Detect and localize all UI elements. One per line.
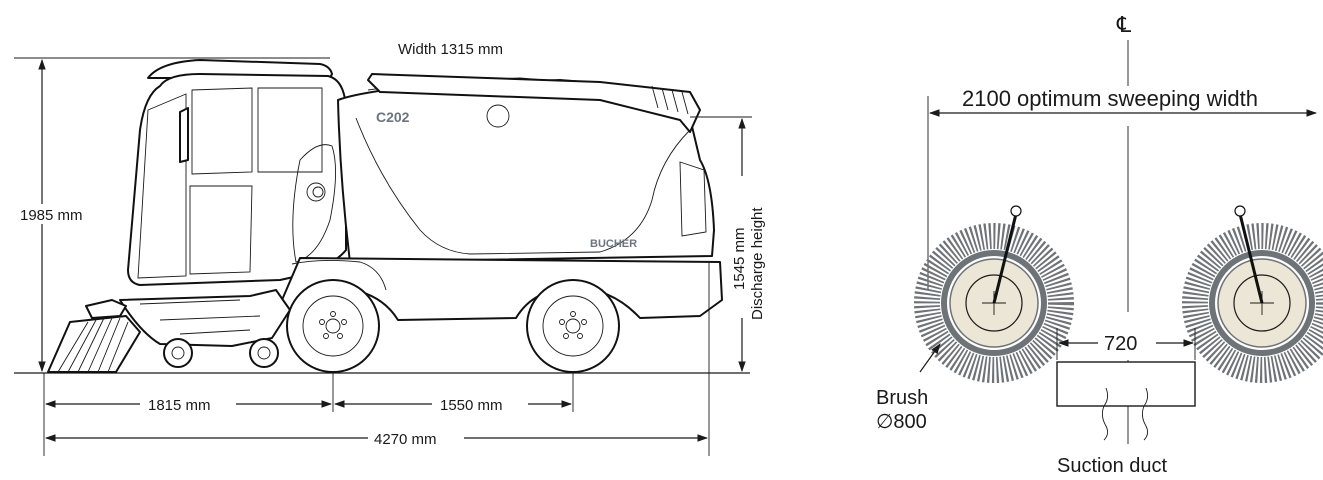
discharge-value: 1545 mm: [731, 227, 748, 290]
width-label: Width 1315 mm: [398, 41, 503, 58]
rear-wheel-icon: [526, 279, 620, 373]
centerline-symbol: ℄: [1116, 12, 1132, 37]
model-badge: C202: [376, 109, 410, 125]
front-castor-wheel: [163, 338, 193, 368]
suction-duct-label: Suction duct: [1057, 455, 1168, 477]
top-view: ℄ 2100 optimum sweeping width: [876, 12, 1323, 477]
height-label: 1985 mm: [20, 207, 83, 224]
discharge-label: Discharge height: [749, 207, 766, 320]
front-axle-label: 1815 mm: [148, 397, 211, 414]
brush-label: Brush: [876, 387, 928, 409]
brush-leader-arrow: [919, 343, 941, 373]
brush-diameter-label: ∅800: [876, 411, 927, 433]
side-view: C202 BUCHER 1985 mm Width 1315 mm 1545 m…: [14, 41, 766, 456]
left-brush-icon: [914, 205, 1074, 383]
brand-badge: BUCHER: [590, 238, 637, 250]
wheelbase-label: 1550 mm: [440, 397, 503, 414]
suction-duct-box: [1056, 361, 1196, 407]
right-brush-icon: [1182, 205, 1323, 383]
duct-width-label: 720: [1104, 333, 1137, 355]
sweeping-width-label: 2100 optimum sweeping width: [962, 86, 1258, 111]
sweeper-vehicle-side: C202 BUCHER: [47, 59, 723, 373]
front-wheel-icon: [286, 279, 380, 373]
overall-length-label: 4270 mm: [374, 431, 437, 448]
duct-hose-icon: [1101, 387, 1109, 441]
